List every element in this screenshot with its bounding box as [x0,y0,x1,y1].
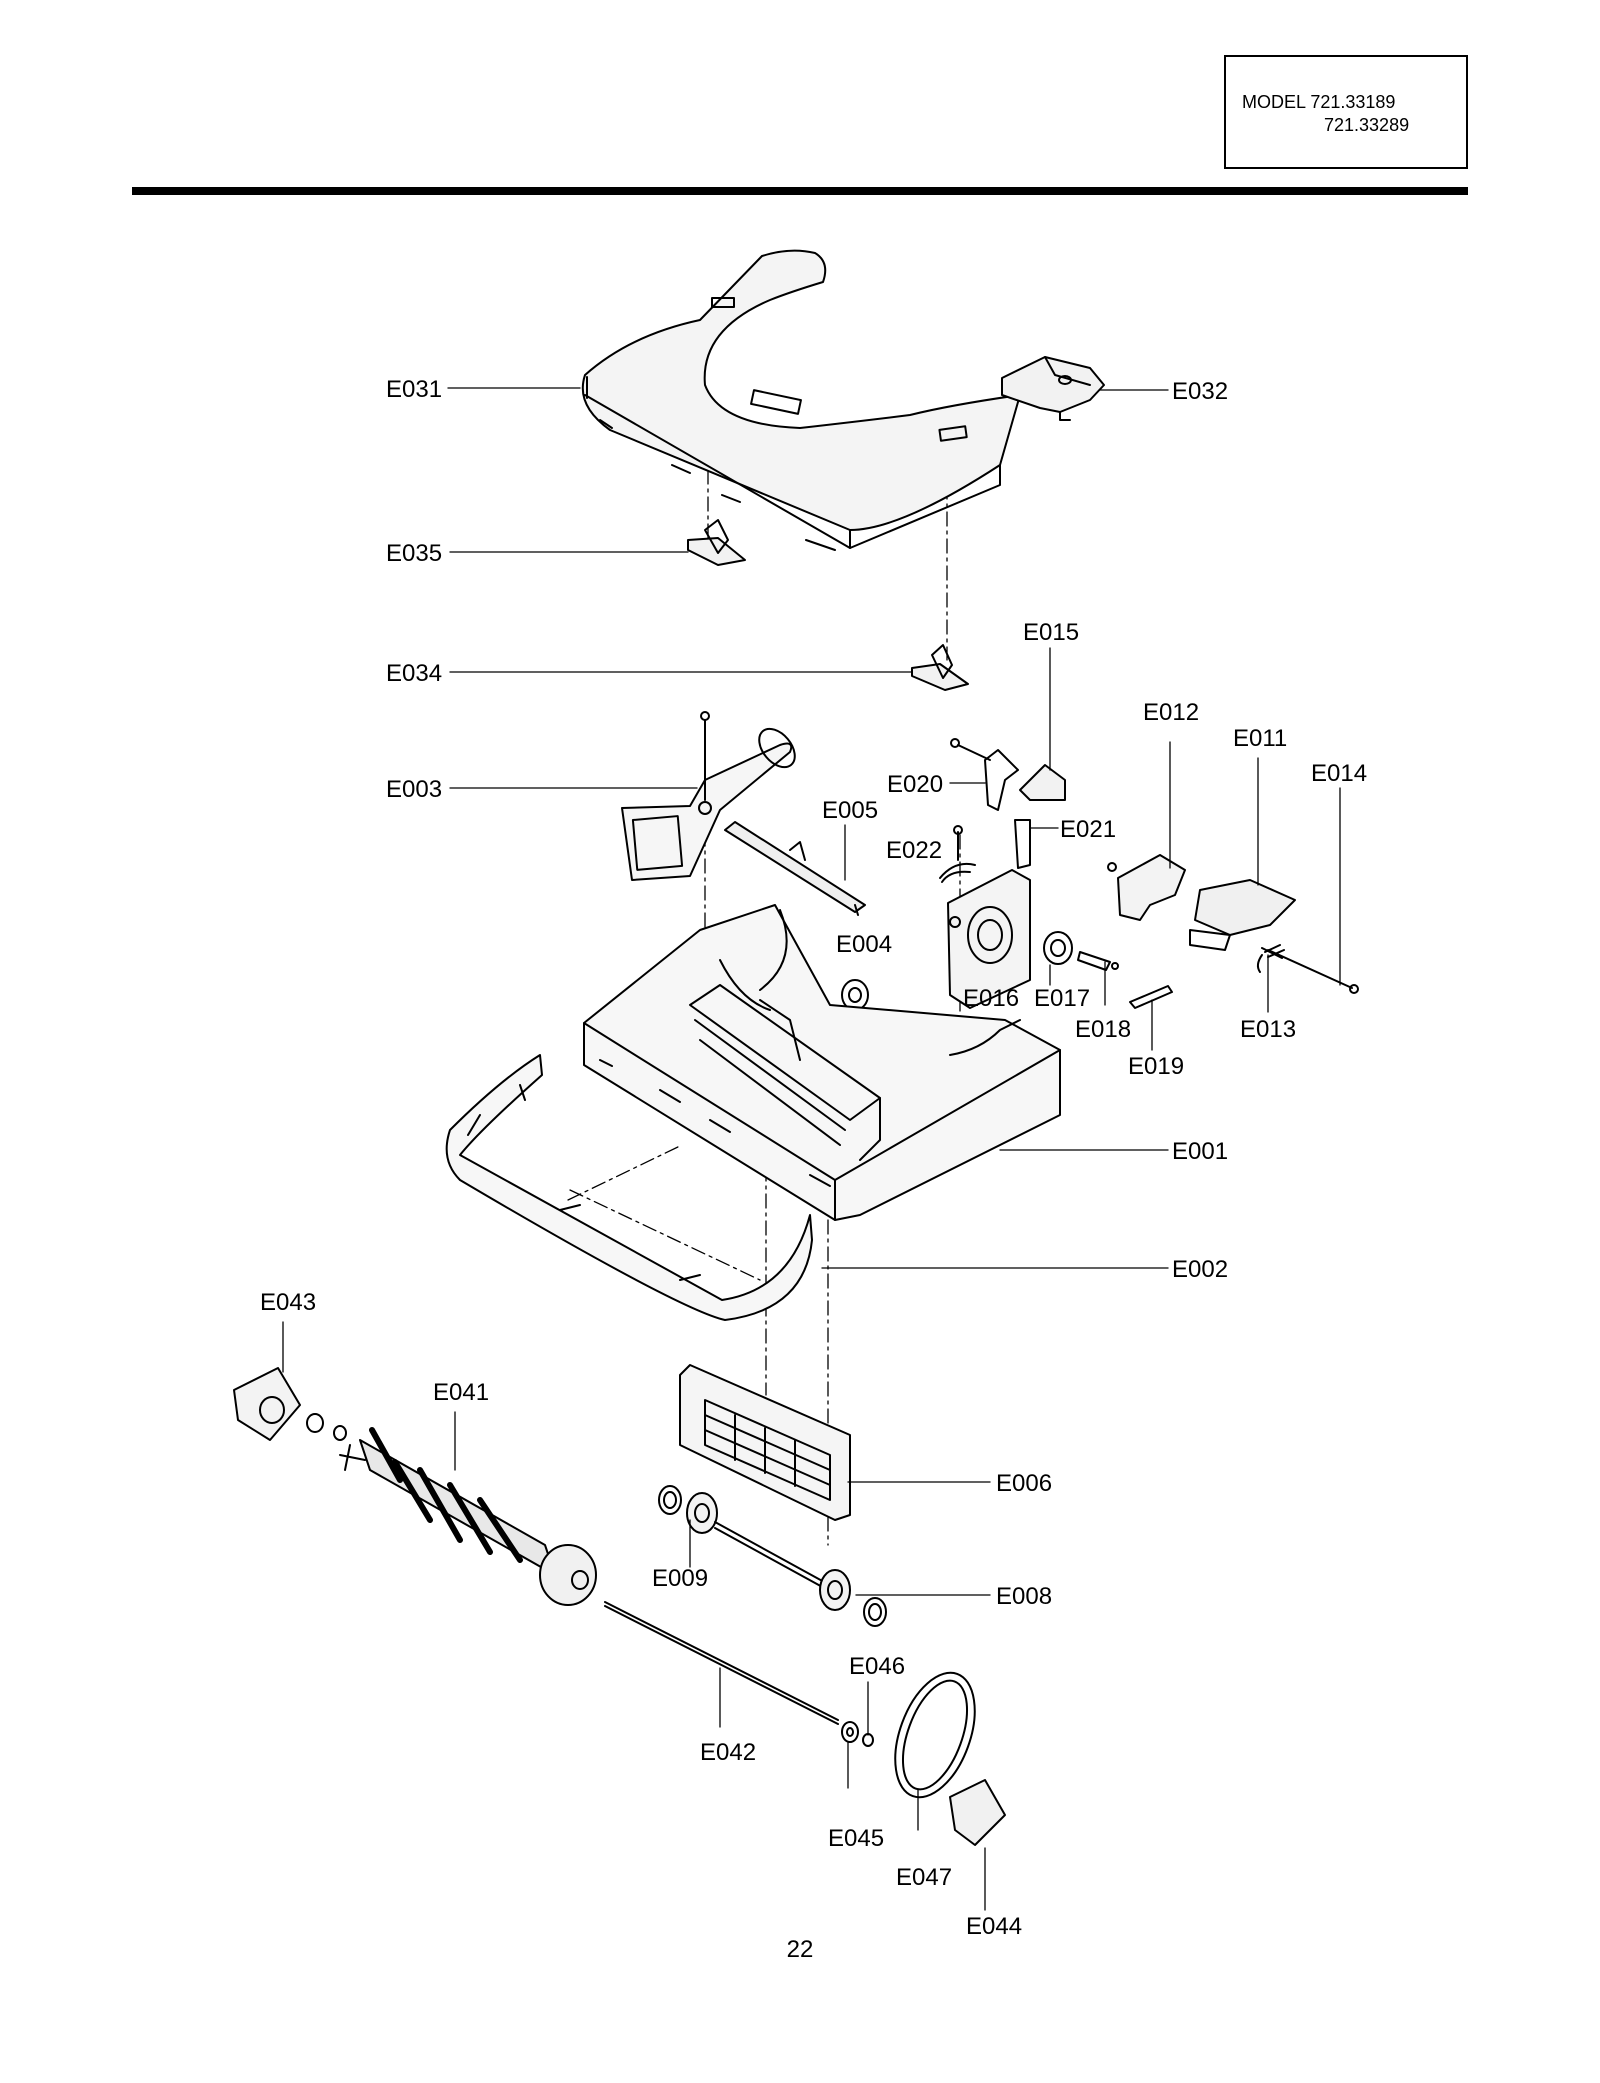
header-rule [132,187,1468,195]
label-E012: E012 [1143,699,1199,726]
label-E019: E019 [1128,1053,1184,1080]
label-E044: E044 [966,1913,1022,1940]
page-number: 22 [786,1936,814,1963]
latch-E032 [1001,356,1105,421]
label-E041: E041 [433,1379,489,1406]
label-E002: E002 [1172,1256,1228,1283]
pin-E018 [1077,951,1119,971]
clip-E035 [687,519,746,566]
label-E005: E005 [822,797,878,824]
label-E017: E017 [1034,985,1090,1012]
top-cover-E031 [581,249,1021,551]
label-E009: E009 [652,1565,708,1592]
bracket-E015 [1019,764,1066,801]
label-E018: E018 [1075,1016,1131,1043]
bracket-E020 [950,738,1019,811]
label-E020: E020 [887,771,943,798]
label-E043: E043 [260,1289,316,1316]
leader-lines [282,387,1341,1911]
label-E032: E032 [1172,378,1228,405]
pedal-bracket-E012 [1107,854,1186,921]
hose-adapter-E003 [621,711,796,881]
label-E042: E042 [700,1739,756,1766]
brush-roll-E041 [339,1427,597,1606]
screw-E022 [941,825,971,883]
label-E046: E046 [849,1653,905,1680]
rail-E005 [724,821,866,916]
base-housing-E001 [583,904,1061,1221]
rod-E014 [1267,949,1359,994]
model-number-1: MODEL 721.33189 [1242,92,1396,112]
label-E035: E035 [386,540,442,567]
label-E015: E015 [1023,619,1079,646]
label-E045: E045 [828,1825,884,1852]
filter-grill-E006 [679,1364,851,1521]
label-E013: E013 [1240,1016,1296,1043]
end-cap-E043 [233,1367,347,1441]
spring-E013 [1256,944,1285,973]
label-E006: E006 [996,1470,1052,1497]
model-number-2: 721.33289 [1324,115,1410,135]
clip-E034 [911,644,969,691]
label-E003: E003 [386,776,442,803]
motor-plate-E016 [939,862,1031,1009]
coupling-E017 [1043,931,1073,965]
label-E014: E014 [1311,760,1367,787]
label-E031: E031 [386,376,442,403]
label-E001: E001 [1172,1138,1228,1165]
bearing-E045 [841,1721,859,1743]
belt-cover-E044 [949,1779,1006,1846]
label-E021: E021 [1060,816,1116,843]
washer-E046 [862,1733,874,1747]
label-E008: E008 [996,1583,1052,1610]
label-E034: E034 [386,660,442,687]
label-E016: E016 [963,985,1019,1012]
label-E004: E004 [836,931,892,958]
bumper-E002 [445,1054,813,1321]
clip-E019 [1129,985,1173,1009]
shaft-E042 [604,1601,839,1725]
pedal-E011 [1189,879,1296,951]
rear-axle-E008 [686,1492,851,1611]
belt-E047 [894,1671,976,1799]
part-labels: E031 E032 E035 E015 E034 E012 E011 E014 … [260,376,1367,1940]
label-E011: E011 [1233,725,1287,752]
label-E047: E047 [896,1864,952,1891]
label-E022: E022 [886,837,942,864]
washer-E009 [658,1485,887,1627]
model-box: MODEL 721.33189 721.33289 [1224,55,1468,169]
spring-E021 [1014,819,1031,869]
